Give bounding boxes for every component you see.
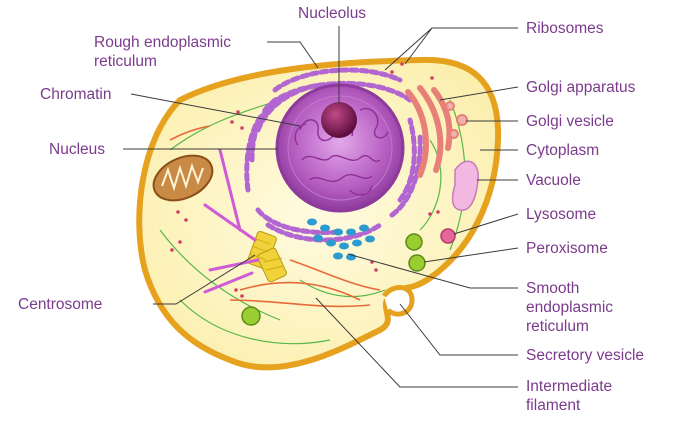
label-ribosomes: Ribosomes	[526, 20, 604, 37]
label-intermediate-filament-line1: Intermediate	[526, 378, 612, 395]
label-golgi-apparatus: Golgi apparatus	[526, 79, 636, 96]
label-nucleus: Nucleus	[49, 141, 105, 158]
label-centrosome: Centrosome	[18, 296, 102, 313]
label-smooth-er-line2: endoplasmic	[526, 299, 613, 316]
label-chromatin: Chromatin	[40, 86, 112, 103]
label-smooth-er-line1: Smooth	[526, 280, 579, 297]
spindle-fibers	[203, 148, 260, 294]
rough-endoplasmic-reticulum	[244, 67, 423, 243]
label-rough-er-line2: reticulum	[94, 53, 157, 70]
mitochondrion	[152, 154, 214, 202]
label-intermediate-filament-line2: filament	[526, 397, 581, 414]
label-vacuole: Vacuole	[526, 172, 581, 189]
label-secretory-vesicle: Secretory vesicle	[526, 347, 644, 364]
golgi-apparatus	[405, 85, 453, 178]
smooth-endoplasmic-reticulum	[307, 218, 375, 261]
label-golgi-vesicle: Golgi vesicle	[526, 113, 614, 130]
ribosomes	[170, 62, 440, 298]
leader-lines	[123, 26, 519, 388]
secretory-vesicle	[381, 285, 415, 317]
nucleolus	[321, 102, 357, 138]
vacuole	[451, 160, 479, 211]
label-smooth-er-line3: reticulum	[526, 318, 589, 335]
intermediate-filament	[169, 125, 381, 308]
golgi-vesicle	[445, 101, 468, 139]
label-rough-er-line1: Rough endoplasmic	[94, 34, 231, 51]
label-cytoplasm: Cytoplasm	[526, 142, 599, 159]
nucleus	[275, 83, 405, 213]
lysosome	[440, 228, 456, 244]
label-nucleolus: Nucleolus	[298, 5, 366, 22]
label-lysosome: Lysosome	[526, 206, 596, 223]
label-peroxisome: Peroxisome	[526, 240, 608, 257]
peroxisome	[241, 233, 426, 326]
